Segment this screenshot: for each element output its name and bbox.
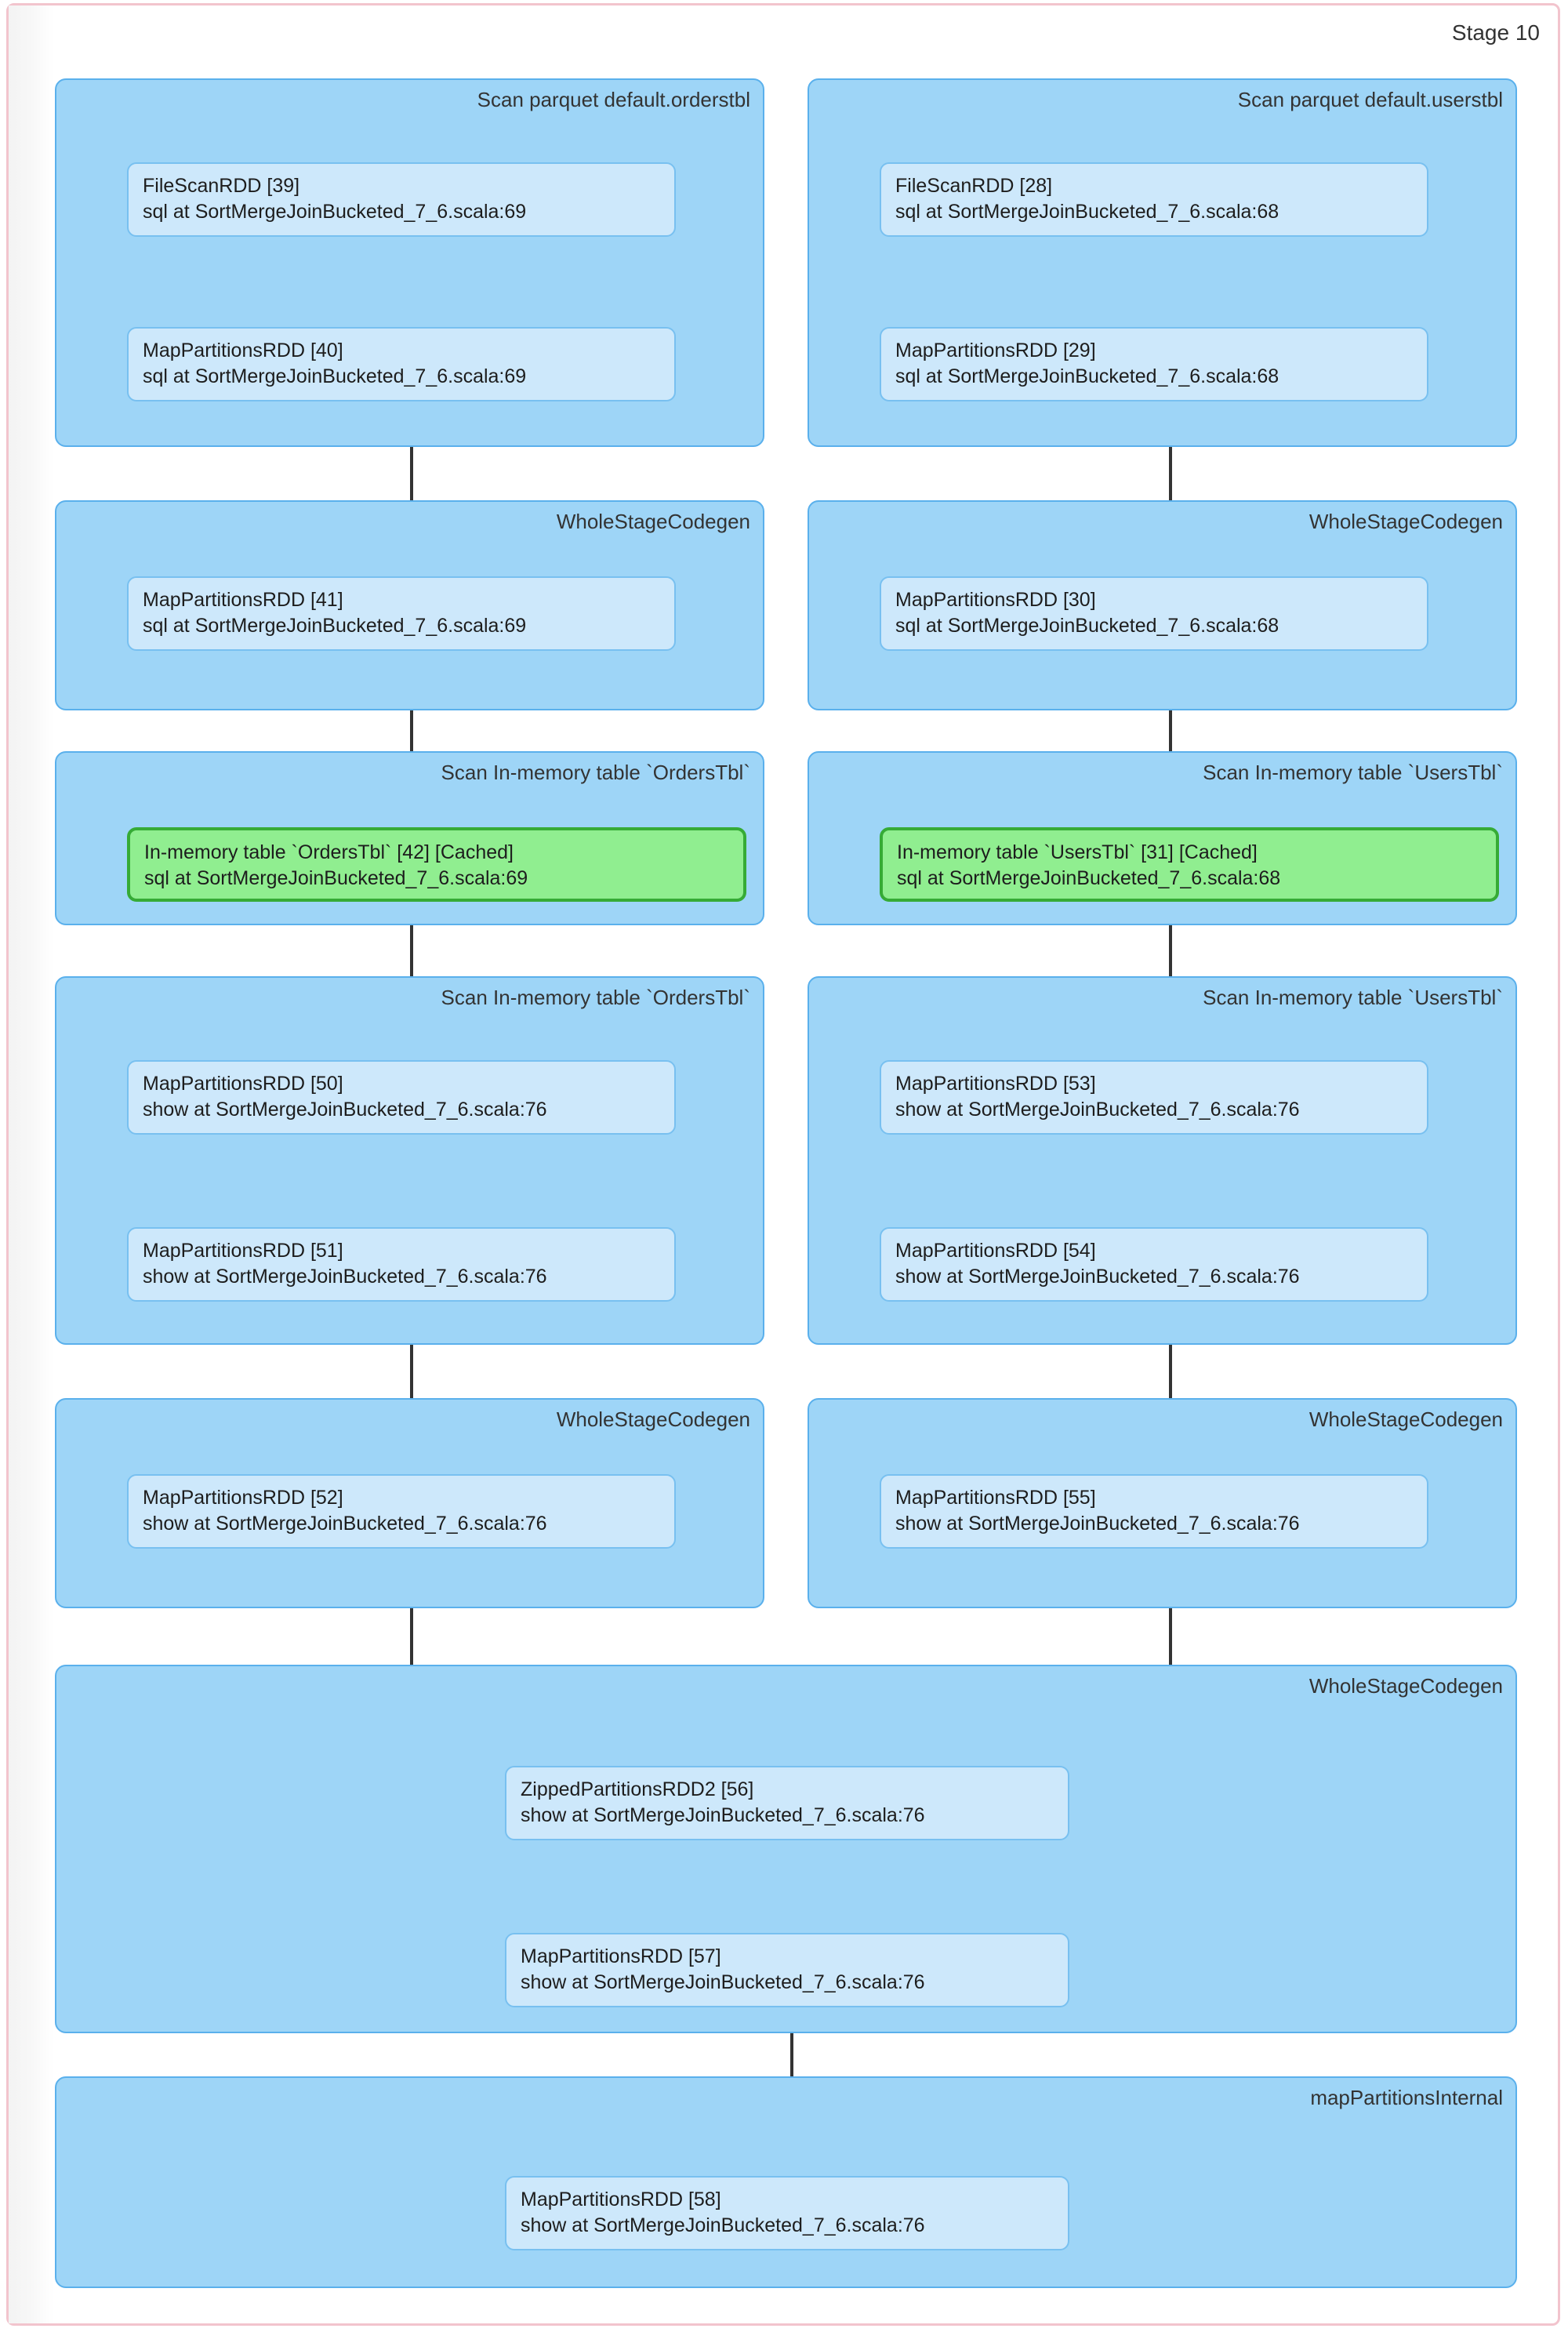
rdd-node-title: In-memory table `OrdersTbl` [42] [Cached…: [144, 841, 514, 863]
rdd-node-callsite: sql at SortMergeJoinBucketed_7_6.scala:6…: [143, 201, 527, 223]
cluster-label: Scan In-memory table `OrdersTbl`: [441, 986, 750, 1009]
rdd-node-callsite: sql at SortMergeJoinBucketed_7_6.scala:6…: [143, 365, 527, 387]
rdd-node-title: MapPartitionsRDD [54]: [895, 1240, 1096, 1262]
rdd-node-58[interactable]: MapPartitionsRDD [58] show at SortMergeJ…: [505, 2176, 1069, 2250]
cluster-label: WholeStageCodegen: [1308, 1408, 1503, 1431]
rdd-node-title: In-memory table `UsersTbl` [31] [Cached]: [897, 841, 1258, 863]
stage-label: Stage 10: [1451, 20, 1540, 45]
cluster-wholestagecodegen-right-1[interactable]: WholeStageCodegen MapPartitionsRDD [30] …: [808, 500, 1517, 710]
rdd-node-callsite: show at SortMergeJoinBucketed_7_6.scala:…: [895, 1513, 1300, 1535]
rdd-node-39[interactable]: FileScanRDD [39] sql at SortMergeJoinBuc…: [127, 162, 676, 237]
rdd-node-57[interactable]: MapPartitionsRDD [57] show at SortMergeJ…: [505, 1933, 1069, 2007]
rdd-node-56[interactable]: ZippedPartitionsRDD2 [56] show at SortMe…: [505, 1766, 1069, 1840]
rdd-node-title: ZippedPartitionsRDD2 [56]: [521, 1778, 754, 1800]
rdd-node-title: MapPartitionsRDD [50]: [143, 1073, 343, 1095]
rdd-node-callsite: show at SortMergeJoinBucketed_7_6.scala:…: [895, 1099, 1300, 1121]
rdd-node-callsite: show at SortMergeJoinBucketed_7_6.scala:…: [895, 1266, 1300, 1288]
rdd-node-callsite: show at SortMergeJoinBucketed_7_6.scala:…: [521, 1804, 925, 1826]
cluster-wholestagecodegen-join[interactable]: WholeStageCodegen ZippedPartitionsRDD2 […: [55, 1665, 1517, 2033]
cluster-label: WholeStageCodegen: [556, 510, 750, 533]
rdd-node-title: MapPartitionsRDD [58]: [521, 2189, 721, 2210]
rdd-node-title: MapPartitionsRDD [30]: [895, 589, 1096, 611]
cluster-label: Scan In-memory table `UsersTbl`: [1203, 986, 1503, 1009]
cluster-mappartitionsinternal[interactable]: mapPartitionsInternal MapPartitionsRDD […: [55, 2076, 1517, 2288]
rdd-node-40[interactable]: MapPartitionsRDD [40] sql at SortMergeJo…: [127, 327, 676, 401]
rdd-node-title: FileScanRDD [28]: [895, 175, 1053, 197]
cluster-wholestagecodegen-right-2[interactable]: WholeStageCodegen MapPartitionsRDD [55] …: [808, 1398, 1517, 1608]
rdd-node-51[interactable]: MapPartitionsRDD [51] show at SortMergeJ…: [127, 1227, 676, 1302]
rdd-node-callsite: sql at SortMergeJoinBucketed_7_6.scala:6…: [895, 201, 1279, 223]
cluster-label: mapPartitionsInternal: [1310, 2086, 1503, 2109]
cluster-scan-inmemory-userstbl-2[interactable]: Scan In-memory table `UsersTbl` MapParti…: [808, 976, 1517, 1345]
rdd-node-30[interactable]: MapPartitionsRDD [30] sql at SortMergeJo…: [880, 576, 1428, 651]
rdd-node-callsite: sql at SortMergeJoinBucketed_7_6.scala:6…: [895, 615, 1279, 637]
cluster-scan-parquet-orderstbl[interactable]: Scan parquet default.orderstbl FileScanR…: [55, 78, 764, 447]
rdd-node-52[interactable]: MapPartitionsRDD [52] show at SortMergeJ…: [127, 1474, 676, 1549]
rdd-node-title: MapPartitionsRDD [29]: [895, 340, 1096, 361]
cluster-wholestagecodegen-left-1[interactable]: WholeStageCodegen MapPartitionsRDD [41] …: [55, 500, 764, 710]
rdd-node-54[interactable]: MapPartitionsRDD [54] show at SortMergeJ…: [880, 1227, 1428, 1302]
rdd-node-title: MapPartitionsRDD [53]: [895, 1073, 1096, 1095]
rdd-node-31-cached[interactable]: In-memory table `UsersTbl` [31] [Cached]…: [880, 827, 1499, 902]
cluster-label: Scan In-memory table `UsersTbl`: [1203, 761, 1503, 784]
rdd-node-callsite: show at SortMergeJoinBucketed_7_6.scala:…: [143, 1513, 547, 1535]
rdd-node-title: MapPartitionsRDD [40]: [143, 340, 343, 361]
rdd-node-title: FileScanRDD [39]: [143, 175, 300, 197]
cluster-label: Scan In-memory table `OrdersTbl`: [441, 761, 750, 784]
cluster-label: WholeStageCodegen: [1308, 510, 1503, 533]
rdd-node-callsite: sql at SortMergeJoinBucketed_7_6.scala:6…: [895, 365, 1279, 387]
rdd-node-title: MapPartitionsRDD [52]: [143, 1487, 343, 1509]
rdd-node-28[interactable]: FileScanRDD [28] sql at SortMergeJoinBuc…: [880, 162, 1428, 237]
rdd-node-callsite: show at SortMergeJoinBucketed_7_6.scala:…: [521, 2214, 925, 2236]
rdd-node-callsite: show at SortMergeJoinBucketed_7_6.scala:…: [143, 1099, 547, 1121]
rdd-node-title: MapPartitionsRDD [41]: [143, 589, 343, 611]
cluster-scan-inmemory-orderstbl-1[interactable]: Scan In-memory table `OrdersTbl` In-memo…: [55, 751, 764, 925]
rdd-node-53[interactable]: MapPartitionsRDD [53] show at SortMergeJ…: [880, 1060, 1428, 1135]
cluster-scan-parquet-userstbl[interactable]: Scan parquet default.userstbl FileScanRD…: [808, 78, 1517, 447]
rdd-node-title: MapPartitionsRDD [57]: [521, 1945, 721, 1967]
rdd-node-callsite: show at SortMergeJoinBucketed_7_6.scala:…: [143, 1266, 547, 1288]
cluster-scan-inmemory-userstbl-1[interactable]: Scan In-memory table `UsersTbl` In-memor…: [808, 751, 1517, 925]
cluster-wholestagecodegen-left-2[interactable]: WholeStageCodegen MapPartitionsRDD [52] …: [55, 1398, 764, 1608]
rdd-node-55[interactable]: MapPartitionsRDD [55] show at SortMergeJ…: [880, 1474, 1428, 1549]
rdd-node-29[interactable]: MapPartitionsRDD [29] sql at SortMergeJo…: [880, 327, 1428, 401]
cluster-label: WholeStageCodegen: [1308, 1674, 1503, 1698]
rdd-node-title: MapPartitionsRDD [51]: [143, 1240, 343, 1262]
cluster-label: Scan parquet default.userstbl: [1237, 88, 1503, 111]
rdd-node-title: MapPartitionsRDD [55]: [895, 1487, 1096, 1509]
cluster-label: Scan parquet default.orderstbl: [477, 88, 750, 111]
cluster-label: WholeStageCodegen: [556, 1408, 750, 1431]
rdd-node-41[interactable]: MapPartitionsRDD [41] sql at SortMergeJo…: [127, 576, 676, 651]
rdd-node-42-cached[interactable]: In-memory table `OrdersTbl` [42] [Cached…: [127, 827, 746, 902]
rdd-node-50[interactable]: MapPartitionsRDD [50] show at SortMergeJ…: [127, 1060, 676, 1135]
rdd-node-callsite: sql at SortMergeJoinBucketed_7_6.scala:6…: [143, 615, 527, 637]
cluster-scan-inmemory-orderstbl-2[interactable]: Scan In-memory table `OrdersTbl` MapPart…: [55, 976, 764, 1345]
rdd-node-callsite: sql at SortMergeJoinBucketed_7_6.scala:6…: [144, 867, 528, 889]
rdd-node-callsite: show at SortMergeJoinBucketed_7_6.scala:…: [521, 1971, 925, 1993]
rdd-node-callsite: sql at SortMergeJoinBucketed_7_6.scala:6…: [897, 867, 1281, 889]
